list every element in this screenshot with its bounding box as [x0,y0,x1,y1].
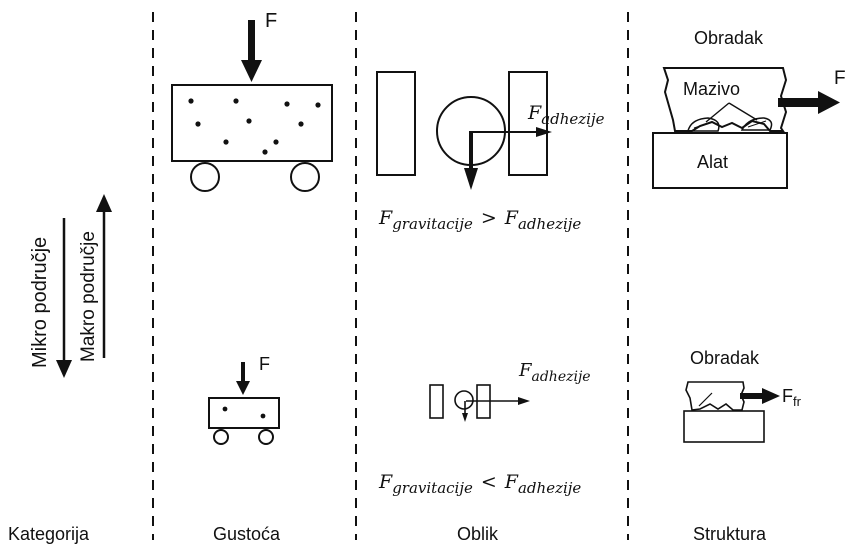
column-label-struktura: Struktura [693,524,767,544]
oblik-bottom-force-label: Fadhezije [518,360,591,385]
oblik-bottom-figure [429,384,530,422]
column-label-kategorija: Kategorija [8,524,90,544]
oblik-top-relation: Fgravitacije>Fadhezije [378,207,581,233]
mikro-label: Mikro područje [29,237,51,368]
scale-axis: Mikro područje Makro područje [29,194,112,378]
struktura-bottom-force-label: Ffr [782,386,802,409]
struktura-top-alat-label: Alat [697,152,728,172]
gustoca-small-force-label: F [259,354,270,374]
column-label-oblik: Oblik [457,524,499,544]
struktura-bottom-obradak-label: Obradak [690,348,760,368]
gustoca-large-cart [171,84,333,192]
gustoca-small-cart [208,397,280,445]
gustoca-large-force-label: F [265,10,277,32]
struktura-top-figure [652,67,840,189]
gustoca-small-force-arrow [236,362,250,395]
struktura-top-force-label: F [834,68,846,89]
makro-label: Makro područje [78,231,99,362]
struktura-top-mazivo-label: Mazivo [683,79,740,99]
struktura-top-obradak-label: Obradak [694,28,764,48]
gustoca-large-force-arrow [241,20,262,82]
mikro-arrowhead-icon [56,360,72,378]
oblik-top-figure [376,71,552,190]
oblik-bottom-relation: Fgravitacije<Fadhezije [378,471,581,497]
oblik-top-force-label: Fadhezije [527,102,605,128]
column-label-gustoca: Gustoća [213,524,281,544]
struktura-bottom-figure [683,381,780,443]
makro-arrowhead-icon [96,194,112,212]
